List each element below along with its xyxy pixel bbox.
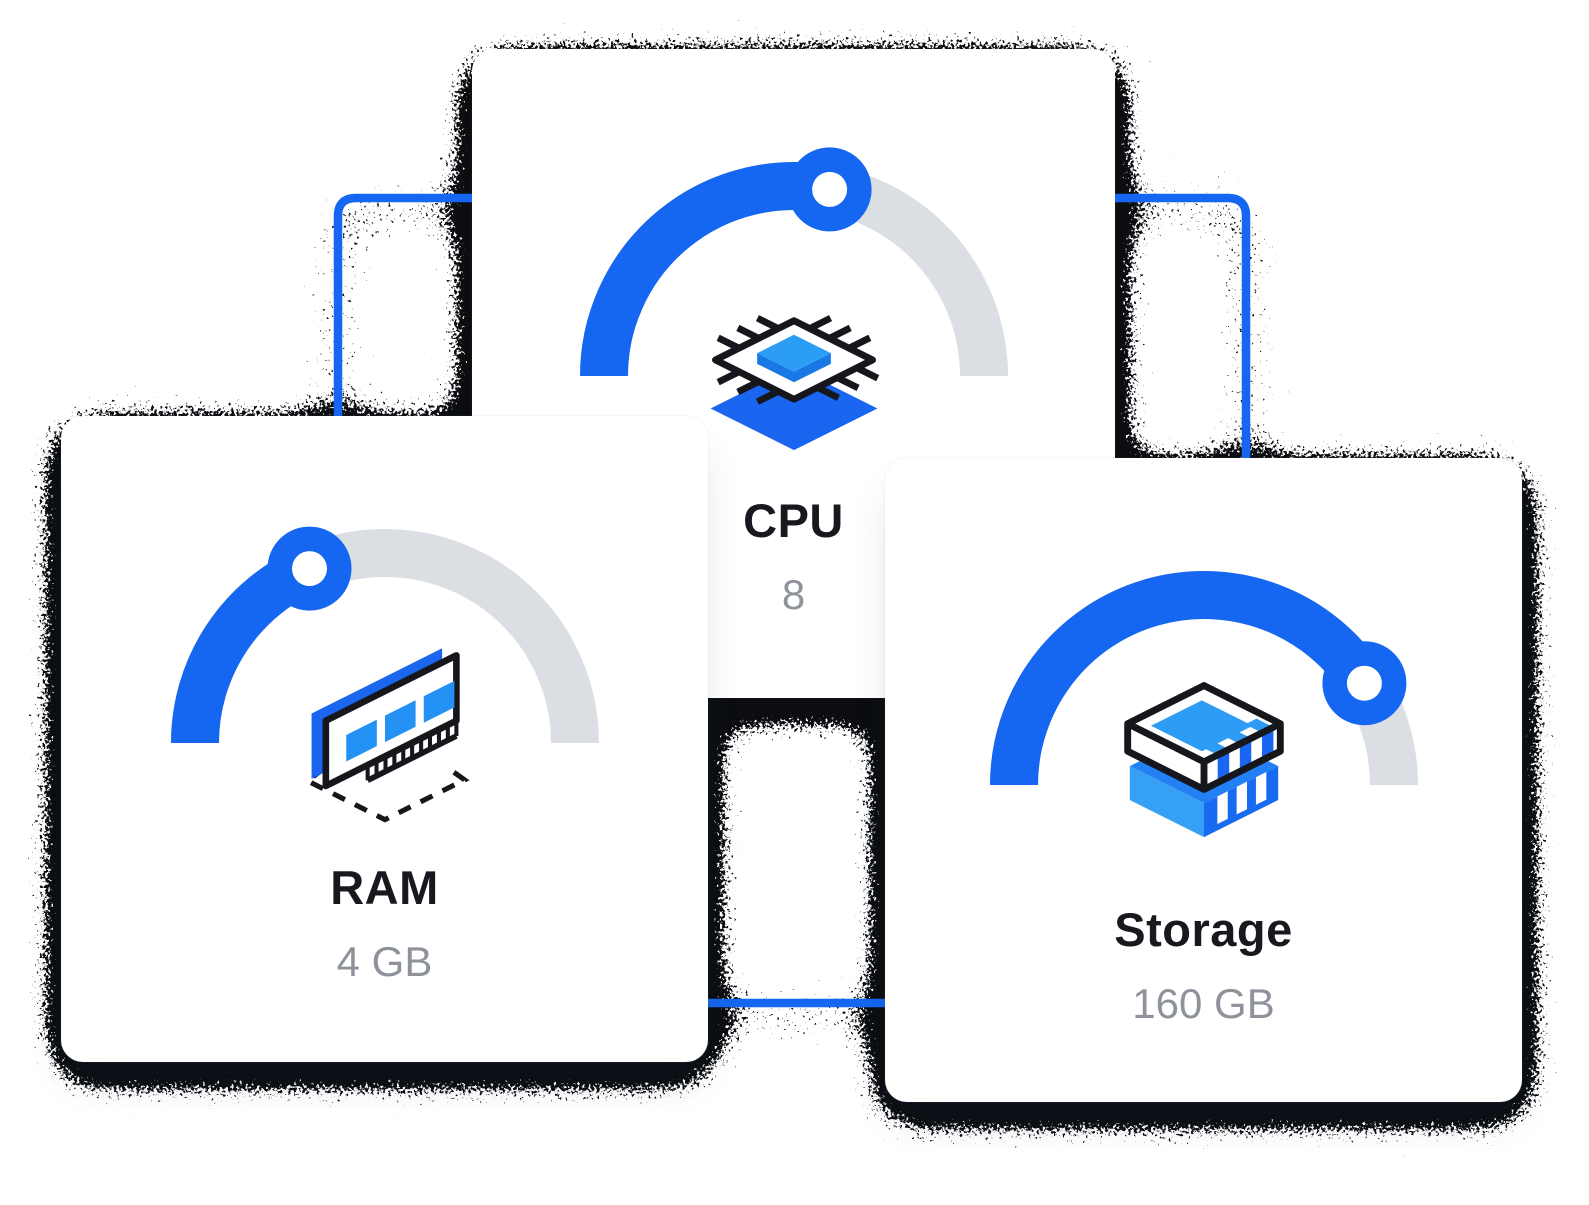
ram-card: RAM 4 GB bbox=[61, 416, 708, 1062]
card-value: 4 GB bbox=[336, 938, 433, 985]
card-value: 160 GB bbox=[1132, 980, 1275, 1027]
card-label: CPU bbox=[743, 494, 844, 547]
storage-drive-icon bbox=[1098, 641, 1310, 853]
connector-left bbox=[333, 193, 472, 418]
storage-card: Storage 160 GB bbox=[885, 458, 1522, 1102]
connector-right bbox=[1115, 193, 1251, 459]
cpu-gauge bbox=[574, 144, 1014, 384]
card-label: Storage bbox=[1114, 903, 1293, 956]
ram-stick-icon bbox=[283, 635, 487, 839]
ram-gauge bbox=[165, 511, 605, 751]
card-label: RAM bbox=[330, 861, 439, 914]
card-value: 8 bbox=[781, 571, 806, 618]
cpu-chip-icon bbox=[697, 261, 891, 455]
storage-gauge bbox=[984, 553, 1424, 793]
